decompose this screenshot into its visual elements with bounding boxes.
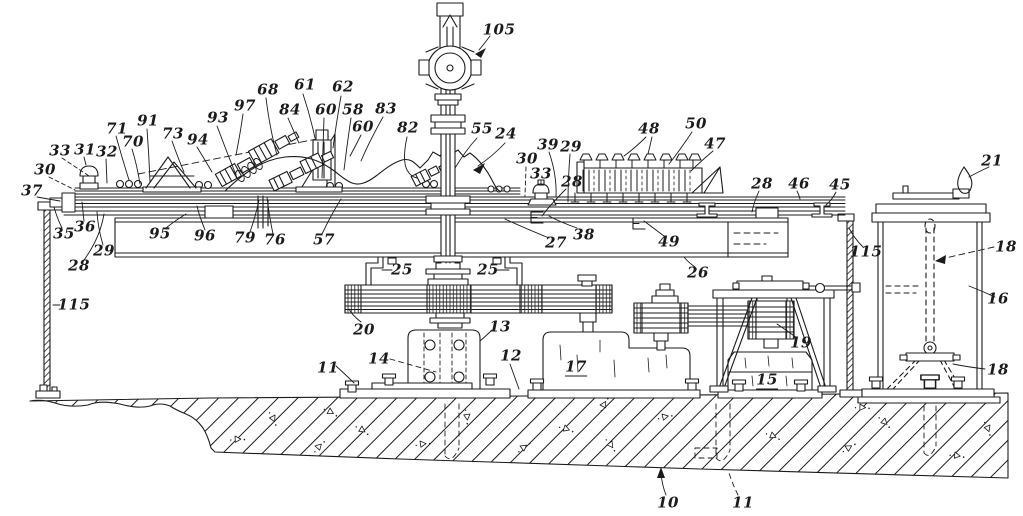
ref-label-14: 14 — [368, 349, 390, 368]
ref-label-91: 91 — [137, 111, 159, 130]
ref-label-17: 17 — [565, 357, 587, 377]
pedestal — [339, 329, 511, 399]
ref-label-20: 20 — [353, 320, 375, 339]
ref-label-61: 61 — [294, 75, 316, 94]
rack-brace — [691, 166, 724, 194]
ref-label-11: 11 — [317, 358, 339, 377]
ref-label-12: 12 — [500, 346, 522, 365]
ref-label-28: 28 — [751, 174, 773, 193]
ref-label-28: 28 — [561, 172, 583, 191]
ref-label-30: 30 — [516, 149, 538, 168]
torch-arm — [892, 166, 973, 200]
ibeam-supports — [696, 202, 833, 218]
ref-label-36: 36 — [74, 217, 96, 236]
right-wall — [837, 213, 863, 398]
ref-label-30: 30 — [34, 160, 56, 179]
torch-group-lower — [268, 150, 335, 192]
ref-label-46: 46 — [788, 174, 810, 193]
ref-label-60: 60 — [352, 117, 374, 136]
ref-label-24: 24 — [495, 124, 517, 143]
ref-label-11: 11 — [732, 493, 754, 512]
ref-label-16: 16 — [987, 289, 1009, 308]
dome-fitting-left — [79, 165, 99, 190]
ref-label-76: 76 — [264, 230, 286, 249]
ref-label-49: 49 — [658, 232, 680, 251]
ref-label-93: 93 — [207, 108, 229, 127]
ref-label-18: 18 — [995, 237, 1017, 256]
rack-feet — [570, 192, 692, 203]
hanger-brackets — [365, 256, 523, 293]
ref-label-29: 29 — [93, 241, 115, 260]
ref-label-94: 94 — [187, 130, 209, 149]
spring-coil — [235, 158, 263, 182]
ref-label-18: 18 — [987, 360, 1009, 379]
ref-label-28: 28 — [68, 256, 90, 275]
ref-label-33: 33 — [49, 141, 71, 160]
ref-label-96: 96 — [194, 226, 216, 245]
gearbox-housing — [527, 283, 701, 399]
ref-label-55: 55 — [471, 119, 493, 138]
concrete-floor — [29, 392, 1009, 479]
torch-carriage — [79, 129, 557, 206]
pulley-stack-20 — [344, 262, 613, 333]
ref-label-68: 68 — [257, 80, 279, 99]
ref-label-35: 35 — [53, 224, 75, 243]
ref-label-115: 115 — [849, 242, 883, 261]
arrowheads — [473, 48, 946, 478]
anchor-bolts — [444, 403, 937, 462]
workpiece-mound — [224, 148, 501, 192]
ref-label-25: 25 — [477, 260, 499, 279]
ref-label-97: 97 — [234, 96, 256, 115]
ref-label-45: 45 — [829, 175, 851, 194]
ref-label-62: 62 — [332, 77, 354, 96]
ref-label-39: 39 — [537, 135, 559, 154]
ref-label-57: 57 — [313, 230, 335, 249]
ref-label-21: 21 — [981, 151, 1003, 170]
ref-label-13: 13 — [489, 317, 511, 336]
ref-label-83: 83 — [375, 99, 397, 118]
ref-label-32: 32 — [96, 142, 118, 161]
column-handwheel — [418, 2, 482, 264]
pipe-rack — [570, 153, 724, 203]
ref-label-29: 29 — [560, 137, 582, 156]
guard-frame — [709, 275, 861, 393]
ref-label-15: 15 — [756, 370, 778, 390]
leader-lines — [36, 35, 996, 496]
ball-fitting-right — [527, 179, 557, 206]
flame-icon — [957, 166, 973, 194]
ref-label-37: 37 — [21, 181, 43, 200]
ref-label-95: 95 — [149, 224, 171, 243]
ref-label-48: 48 — [638, 119, 660, 138]
ref-label-25: 25 — [391, 260, 413, 279]
ref-label-115: 115 — [57, 295, 91, 314]
ref-label-26: 26 — [687, 263, 709, 282]
ref-label-82: 82 — [397, 118, 419, 137]
ref-label-70: 70 — [122, 132, 144, 151]
ref-label-27: 27 — [545, 233, 567, 252]
ref-label-71: 71 — [106, 119, 128, 138]
ref-label-50: 50 — [685, 114, 707, 133]
ref-label-60: 60 — [315, 100, 337, 119]
ref-label-47: 47 — [704, 134, 726, 153]
ref-label-73: 73 — [162, 124, 184, 143]
ref-label-38: 38 — [573, 225, 595, 244]
drive-belts — [687, 305, 749, 327]
ref-label-105: 105 — [482, 20, 516, 39]
gas-tank — [857, 166, 1001, 404]
ref-label-84: 84 — [279, 100, 301, 119]
internal-pipe — [885, 218, 963, 391]
ref-label-31: 31 — [74, 140, 96, 159]
ref-label-10: 10 — [657, 493, 679, 512]
ref-label-19: 19 — [790, 333, 812, 352]
ref-label-33: 33 — [530, 164, 552, 183]
ref-label-58: 58 — [342, 100, 364, 119]
rack-caps — [579, 153, 702, 169]
ref-label-79: 79 — [234, 228, 256, 247]
